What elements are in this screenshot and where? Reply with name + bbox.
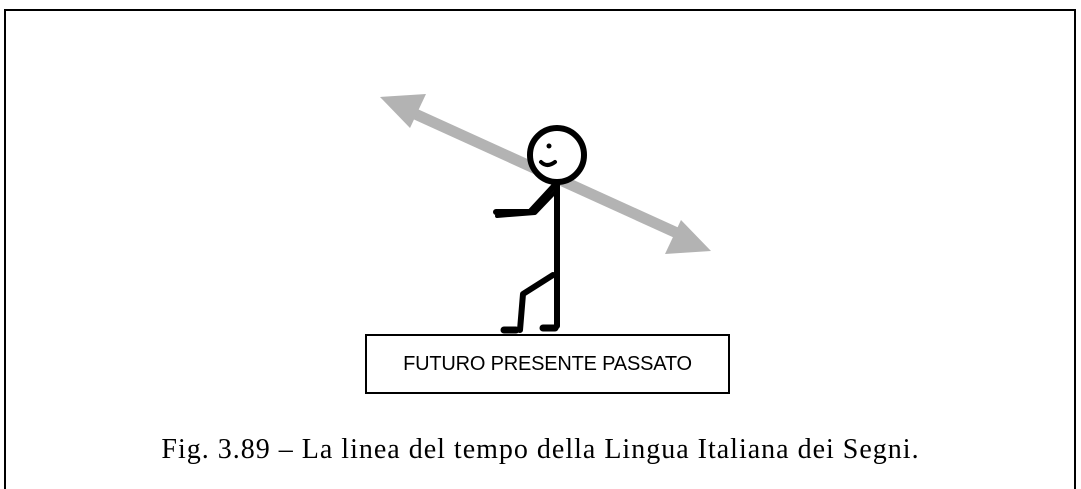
figure-frame <box>4 9 1076 489</box>
arrow-head-past <box>380 94 426 128</box>
eye <box>546 143 552 149</box>
timeline-label-box: FUTURO PRESENTE PASSATO <box>365 334 730 394</box>
arrow-head-future <box>665 220 711 254</box>
timeline-illustration <box>380 94 711 334</box>
stick-figure <box>493 125 587 334</box>
arm-lower <box>495 188 559 218</box>
leg-bent <box>517 272 556 333</box>
timeline-label: FUTURO PRESENTE PASSATO <box>403 352 692 375</box>
head <box>527 125 587 185</box>
figure-caption: Fig. 3.89 – La linea del tempo della Lin… <box>161 434 920 465</box>
smile <box>539 160 557 167</box>
